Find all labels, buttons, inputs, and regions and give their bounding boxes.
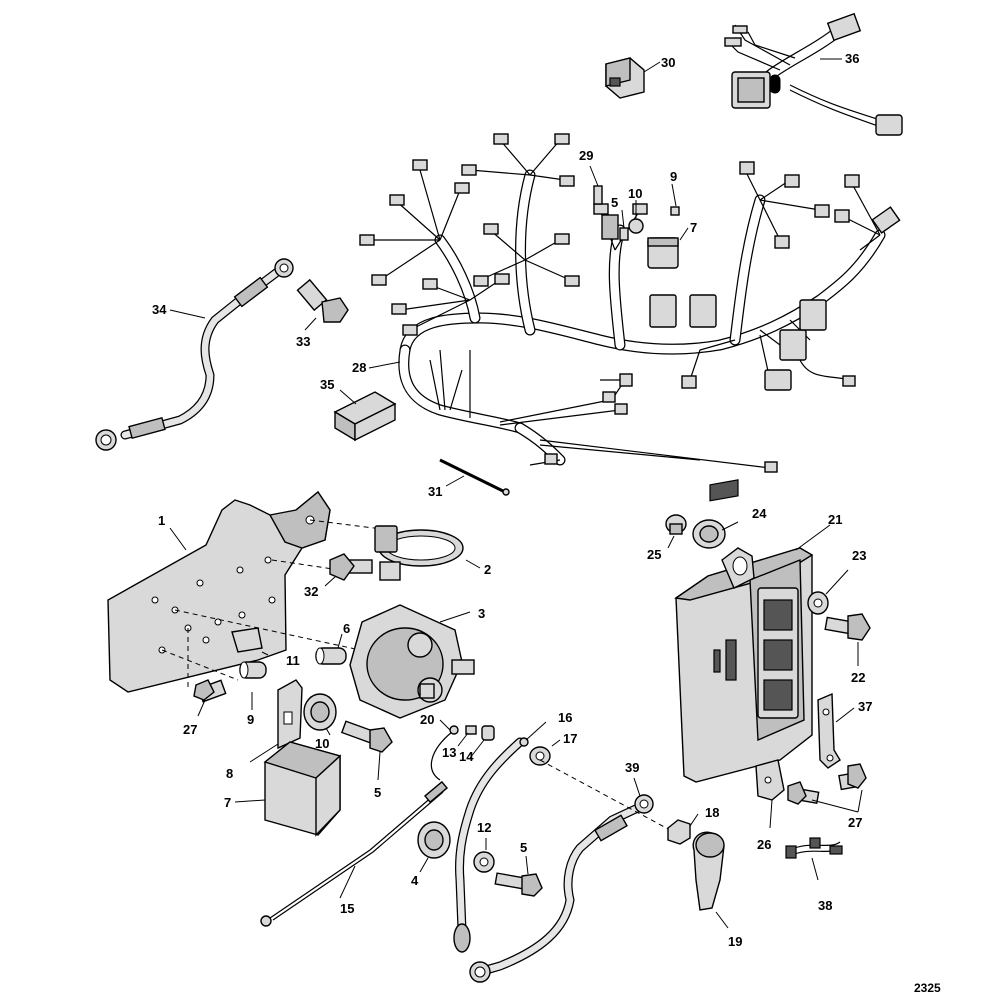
callout-38: 38 (818, 898, 832, 913)
part-25-bushing (665, 514, 687, 549)
part-33-bolt (296, 278, 349, 331)
part-29-fuse (589, 165, 619, 240)
part-21-ecm (674, 479, 831, 783)
callout-5-middle: 5 (374, 785, 381, 800)
callout-29: 29 (579, 148, 593, 163)
part-1-bracket (107, 490, 391, 693)
part-9-spacer-lower (239, 661, 267, 710)
callout-28: 28 (352, 360, 366, 375)
part-18-nut (667, 813, 699, 845)
part-10-grommet-upper (628, 200, 644, 234)
part-31-cable-tie (439, 458, 510, 496)
callout-20: 20 (420, 712, 434, 727)
callout-5-upper: 5 (611, 195, 618, 210)
callout-26: 26 (757, 837, 771, 852)
part-5-bolt-lower (494, 855, 543, 897)
callout-37: 37 (858, 699, 872, 714)
part-4-grommet (417, 821, 451, 873)
part-13-14-nuts (457, 725, 495, 759)
callout-9-lower: 9 (247, 712, 254, 727)
callout-13: 13 (442, 745, 456, 760)
callout-18: 18 (705, 805, 719, 820)
callout-6: 6 (343, 621, 350, 636)
part-8-bracket-clip (249, 679, 303, 763)
part-15-wire (260, 780, 448, 927)
part-9-clip-upper (670, 183, 680, 216)
callout-4: 4 (411, 873, 419, 888)
callout-7-lower: 7 (224, 795, 231, 810)
callout-10-upper: 10 (628, 186, 642, 201)
part-5-screw-middle (340, 720, 393, 781)
part-37-bracket (817, 692, 855, 769)
part-2-clamp (374, 525, 481, 581)
callout-15: 15 (340, 901, 354, 916)
part-7-relay-upper (647, 227, 689, 269)
part-11-fastener (231, 627, 269, 656)
part-24-grommet (692, 519, 739, 549)
part-36-sub-harness (724, 12, 903, 136)
part-7-relay-lower (234, 741, 342, 837)
callout-2: 2 (484, 562, 491, 577)
part-5-screw-upper (619, 209, 629, 241)
callout-31: 31 (428, 484, 442, 499)
part-12-washer (473, 838, 495, 873)
callout-35: 35 (320, 377, 334, 392)
callout-22: 22 (851, 670, 865, 685)
callout-27-right: 27 (848, 815, 862, 830)
callout-39: 39 (625, 760, 639, 775)
part-28-main-harness (359, 133, 901, 473)
part-10-grommet-lower (303, 693, 337, 736)
callout-34: 34 (152, 302, 167, 317)
part-23-washer (807, 569, 849, 615)
callout-17: 17 (563, 731, 577, 746)
part-6-spacer (315, 633, 347, 665)
callout-33: 33 (296, 334, 310, 349)
callout-12: 12 (477, 820, 491, 835)
callout-23: 23 (852, 548, 866, 563)
part-19-boot (692, 831, 729, 929)
part-32-bolt (324, 553, 373, 587)
part-38-jumper (785, 837, 843, 881)
part-16-cable (453, 721, 547, 953)
callout-1: 1 (158, 513, 165, 528)
callout-14: 14 (459, 749, 474, 764)
callout-3: 3 (478, 606, 485, 621)
callout-5-lower: 5 (520, 840, 527, 855)
callout-24: 24 (752, 506, 767, 521)
callout-27-left: 27 (183, 722, 197, 737)
part-22-bolt (824, 613, 871, 666)
callout-7-upper: 7 (690, 220, 697, 235)
callout-30: 30 (661, 55, 675, 70)
callout-9-upper: 9 (670, 169, 677, 184)
part-20-wire (430, 719, 459, 781)
part-17-washer (529, 739, 561, 766)
callout-25: 25 (647, 547, 661, 562)
figure-number: 2325 (914, 981, 941, 995)
callout-36: 36 (845, 51, 859, 66)
callout-8: 8 (226, 766, 233, 781)
part-30-connector (605, 57, 661, 99)
part-35-connector (333, 389, 397, 442)
part-39-cable (469, 759, 671, 983)
callout-10-lower: 10 (315, 736, 329, 751)
part-26-bracket (755, 759, 785, 829)
part-3-solenoid (349, 604, 475, 719)
part-27-bolt-left (193, 679, 227, 717)
callout-21: 21 (828, 512, 842, 527)
part-34-cable (95, 258, 294, 451)
callout-16: 16 (558, 710, 572, 725)
callout-11: 11 (286, 653, 300, 668)
callout-19: 19 (728, 934, 742, 949)
part-27-bolts-right (787, 763, 867, 813)
callout-32: 32 (304, 584, 318, 599)
